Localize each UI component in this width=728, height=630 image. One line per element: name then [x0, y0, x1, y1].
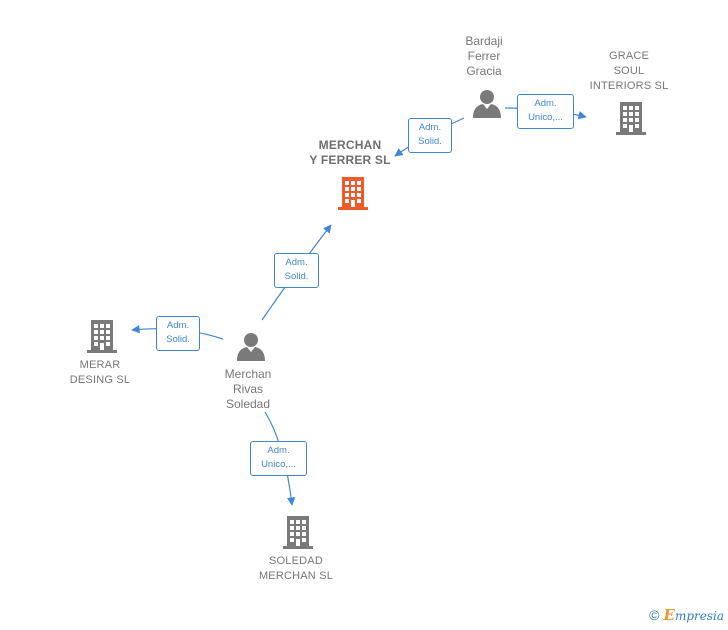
- edge-role-line: Adm.: [267, 445, 290, 456]
- edge-role-line: Adm.: [418, 122, 442, 133]
- brand-logo: Empresia: [663, 606, 725, 624]
- edge-role-line: Unico,...: [528, 112, 563, 123]
- edge-role-line: Unico,...: [261, 459, 296, 470]
- edge-role-line: Solid.: [166, 334, 190, 345]
- edge-role-line: Adm.: [534, 98, 557, 109]
- edge-role-line: Adm.: [285, 257, 308, 268]
- edge-role-line: Adm.: [166, 320, 190, 331]
- company-label-soledad-merchan[interactable]: SOLEDAD MERCHAN SL: [258, 555, 334, 582]
- edge-role-line: Solid.: [284, 271, 309, 282]
- edge-label-bardaji-merchan[interactable]: Adm. Solid.: [408, 118, 452, 153]
- company-label-grace-soul[interactable]: GRACE SOUL INTERIORS SL: [589, 50, 669, 92]
- person-label-bardaji[interactable]: Bardaji Ferrer Gracia: [465, 34, 503, 78]
- company-label-merar[interactable]: MERAR DESING SL: [69, 359, 131, 386]
- brand-initial: E: [663, 606, 675, 624]
- person-icon[interactable]: [472, 88, 502, 120]
- edge-label-rivas-merchan[interactable]: Adm. Solid.: [274, 253, 319, 288]
- edge-label-rivas-soledad[interactable]: Adm. Unico,...: [250, 441, 307, 476]
- building-icon[interactable]: [336, 175, 370, 211]
- edge-label-rivas-merar[interactable]: Adm. Solid.: [156, 316, 200, 351]
- person-icon[interactable]: [236, 331, 266, 363]
- building-icon[interactable]: [281, 514, 315, 550]
- brand-name: mpresia: [674, 609, 724, 623]
- footer-brand: ©Empresia: [649, 606, 724, 624]
- building-icon[interactable]: [614, 100, 648, 136]
- edge-role-line: Solid.: [418, 136, 442, 147]
- company-label-merchan-ferrer[interactable]: MERCHAN Y FERRER SL: [309, 138, 391, 167]
- copyright-symbol: ©: [649, 607, 660, 623]
- edge-label-bardaji-grace[interactable]: Adm. Unico,...: [517, 94, 574, 129]
- person-label-merchan-rivas[interactable]: Merchan Rivas Soledad: [224, 367, 272, 411]
- building-icon[interactable]: [85, 318, 119, 354]
